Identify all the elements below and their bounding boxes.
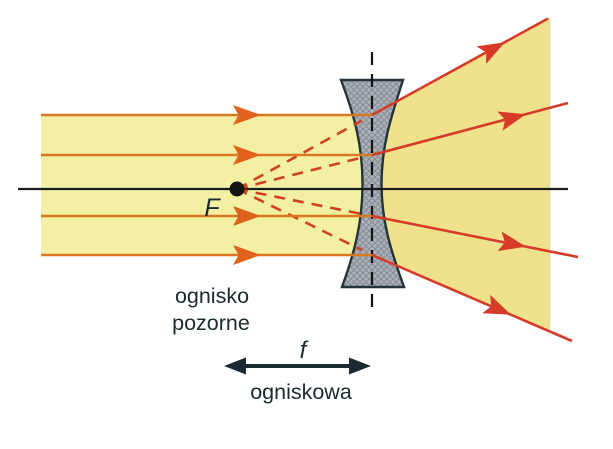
virtual-ray-extension [236,187,363,216]
refracted-ray [371,253,573,343]
focal-length-symbol-label: f [300,337,309,364]
virtual-focus-label-line2: pozorne [172,311,250,335]
incident-ray-arrowhead [233,145,261,165]
virtual-ray-extension [236,119,363,191]
refracted-ray-arrowhead [482,294,511,315]
refracted-ray-arrowhead [497,111,526,131]
focal-length-arrow [224,357,371,375]
refracted-ray [371,101,569,157]
incident-beam [41,115,372,255]
virtual-ray-extension [236,156,363,191]
incident-ray-arrowhead [233,206,261,226]
focal-length-arrowhead-right [349,357,371,375]
focus-point-label: F [204,194,221,222]
focal-length-arrowhead-left [224,357,246,375]
refracted-ray-arrowhead [497,231,526,252]
virtual-focus-label-line1: ognisko [175,284,249,308]
incident-ray-arrowhead [233,105,261,125]
diverging-beam [372,17,550,332]
refracted-ray [371,214,579,259]
refracted-rays [371,17,579,343]
refracted-ray-arrowhead [476,42,505,64]
incident-rays [41,105,372,265]
virtual-focus-point [229,181,245,197]
virtual-ray-extension [236,187,363,252]
virtual-ray-extensions [236,119,363,252]
focal-length-word-label: ogniskowa [250,380,352,404]
incident-ray-arrowhead [233,245,261,265]
refracted-ray [371,17,549,117]
